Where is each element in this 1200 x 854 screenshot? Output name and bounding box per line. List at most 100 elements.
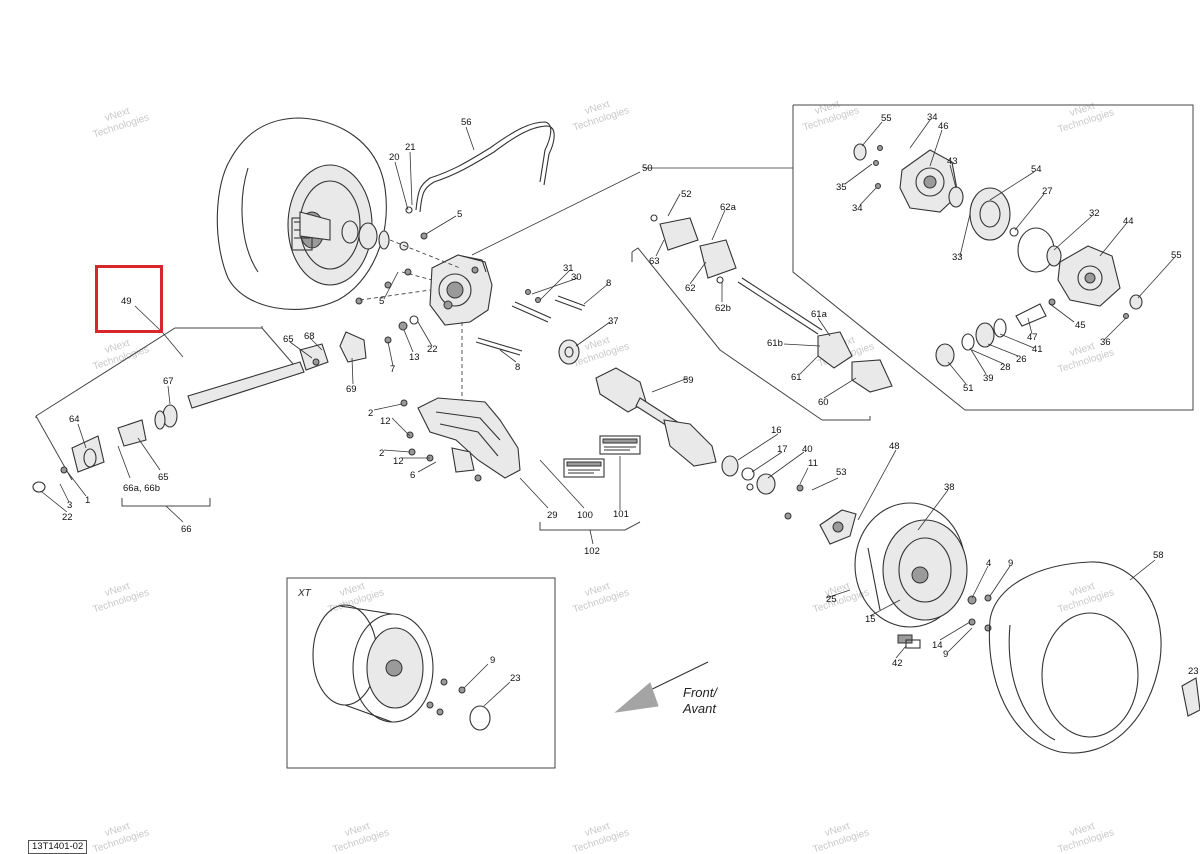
callout-40: 40 xyxy=(802,444,813,455)
watermark: vNext Technologies xyxy=(92,581,151,616)
callout-58: 58 xyxy=(1153,550,1164,561)
callout-56: 56 xyxy=(461,117,472,128)
callout-65: 65 xyxy=(158,472,169,483)
callout-28: 28 xyxy=(1000,362,1011,373)
callout-6: 6 xyxy=(410,470,415,481)
group-frames xyxy=(35,104,1194,769)
watermark: vNext Technologies xyxy=(812,821,871,854)
callout-14: 14 xyxy=(932,640,943,651)
brake-line xyxy=(405,121,555,214)
callout-65: 65 xyxy=(283,334,294,345)
callout-35: 35 xyxy=(836,182,847,193)
propeller-shaft xyxy=(32,331,367,493)
watermark: vNext Technologies xyxy=(572,581,631,616)
callout-61b: 61b xyxy=(767,338,783,349)
callout-labels: 49 56 21 20 5 5 31 30 8 37 22 13 7 65 68… xyxy=(62,112,1199,684)
callout-22: 22 xyxy=(427,344,438,355)
drawing-number: 13T1401-02 xyxy=(28,840,88,854)
hub-cap xyxy=(1181,677,1200,717)
callout-12: 12 xyxy=(380,416,391,427)
callout-47: 47 xyxy=(1027,332,1038,343)
callout-46: 46 xyxy=(938,121,949,132)
callout-20: 20 xyxy=(389,152,400,163)
callout-63: 63 xyxy=(649,256,660,267)
callout-31: 31 xyxy=(563,263,574,274)
front-direction-arrow: Front/ Avant xyxy=(614,661,718,716)
callout-64: 64 xyxy=(69,414,80,425)
callout-45: 45 xyxy=(1075,320,1086,331)
callout-7: 7 xyxy=(390,364,395,375)
callout-44: 44 xyxy=(1123,216,1134,227)
callout-8: 8 xyxy=(606,278,611,289)
callout-16: 16 xyxy=(771,425,782,436)
callout-4: 4 xyxy=(986,558,991,569)
callout-13: 13 xyxy=(409,352,420,363)
watermark: vNext Technologies xyxy=(92,338,151,373)
callout-23: 23 xyxy=(1188,666,1199,677)
callout-23: 23 xyxy=(510,673,521,684)
callout-34: 34 xyxy=(852,203,863,214)
callout-32: 32 xyxy=(1089,208,1100,219)
callout-59: 59 xyxy=(683,375,694,386)
callout-9: 9 xyxy=(1008,558,1013,569)
callout-62: 62 xyxy=(685,283,696,294)
callout-2: 2 xyxy=(368,408,373,419)
callout-17: 17 xyxy=(777,444,788,455)
callout-101: 101 xyxy=(613,509,629,520)
callout-62a: 62a xyxy=(720,202,737,213)
differential-detail xyxy=(853,143,1143,367)
watermark: vNext Technologies xyxy=(92,821,151,854)
callout-67: 67 xyxy=(163,376,174,387)
callout-43: 43 xyxy=(947,156,958,167)
callout-41: 41 xyxy=(1032,344,1043,355)
callout-69: 69 xyxy=(346,384,357,395)
warning-decals xyxy=(563,435,641,478)
callout-66: 66 xyxy=(181,524,192,535)
callout-61: 61 xyxy=(791,372,802,383)
front-label: Front/ xyxy=(683,685,718,700)
callout-34: 34 xyxy=(927,112,938,123)
right-tire xyxy=(988,561,1162,754)
callout-26: 26 xyxy=(1016,354,1027,365)
callout-50: 50 xyxy=(642,163,653,174)
watermark: vNext Technologies xyxy=(1057,821,1116,854)
watermark: vNext Technologies xyxy=(1057,101,1116,136)
right-drive-shaft xyxy=(595,214,893,495)
callout-53: 53 xyxy=(836,467,847,478)
callout-25: 25 xyxy=(826,594,837,605)
watermark: vNext Technologies xyxy=(812,581,871,616)
callout-51: 51 xyxy=(963,383,974,394)
callout-49: 49 xyxy=(121,296,132,307)
callout-33: 33 xyxy=(952,252,963,263)
xt-label: XT xyxy=(297,588,312,599)
callout-62b: 62b xyxy=(715,303,731,314)
watermark: vNext Technologies xyxy=(1057,581,1116,616)
xt-wheel-detail xyxy=(312,604,491,731)
callout-3: 3 xyxy=(67,500,72,511)
leader-lines xyxy=(41,119,1175,707)
callout-2: 2 xyxy=(379,448,384,459)
callout-1: 1 xyxy=(85,495,90,506)
callout-27: 27 xyxy=(1042,186,1053,197)
left-tire-assembly xyxy=(216,117,409,310)
callout-36: 36 xyxy=(1100,337,1111,348)
front-differential xyxy=(355,232,586,418)
callout-5: 5 xyxy=(379,296,384,307)
callout-21: 21 xyxy=(405,142,416,153)
watermark: vNext Technologies xyxy=(92,106,151,141)
callout-42: 42 xyxy=(892,658,903,669)
callout-8: 8 xyxy=(515,362,520,373)
callout-61a: 61a xyxy=(811,309,828,320)
callout-37: 37 xyxy=(608,316,619,327)
callout-48: 48 xyxy=(889,441,900,452)
callout-39: 39 xyxy=(983,373,994,384)
callout-30: 30 xyxy=(571,272,582,283)
callout-54: 54 xyxy=(1031,164,1042,175)
callout-102: 102 xyxy=(584,546,600,557)
callout-68: 68 xyxy=(304,331,315,342)
callout-55: 55 xyxy=(881,113,892,124)
callout-55: 55 xyxy=(1171,250,1182,261)
selected-part-highlight[interactable] xyxy=(95,265,163,333)
